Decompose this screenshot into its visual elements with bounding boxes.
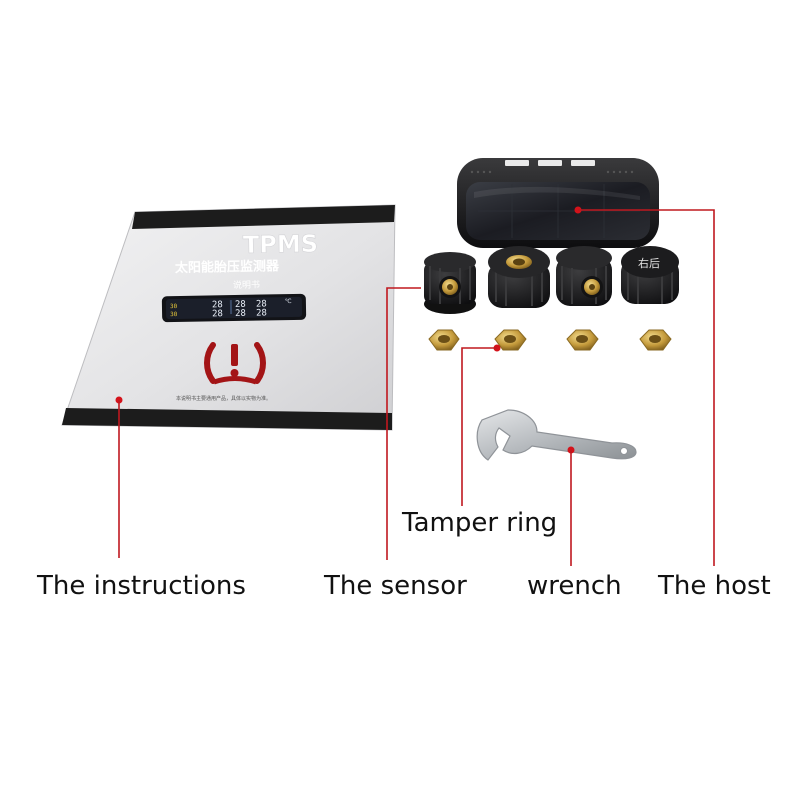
wrench-label: wrench: [527, 571, 622, 601]
manual-subtitle-2: 说明书: [233, 279, 260, 291]
sensor-4: 右后: [621, 246, 679, 304]
tamper-ring-label: Tamper ring: [402, 508, 558, 538]
svg-text:28: 28: [235, 309, 246, 319]
svg-text:28: 28: [212, 300, 223, 310]
svg-text:28: 28: [235, 300, 246, 310]
leader-lines: [118, 209, 715, 566]
sensor-2: [488, 246, 550, 308]
svg-text:28: 28: [256, 308, 267, 318]
hex-nut-2: [494, 329, 527, 351]
manual-top-band: [132, 205, 395, 229]
manual-bottom-band: [62, 408, 392, 430]
svg-text:28: 28: [212, 309, 223, 319]
sensor-label: The sensor: [324, 571, 467, 601]
svg-text:30: 30: [170, 311, 178, 318]
svg-text:30: 30: [170, 303, 178, 310]
sensor-1: [424, 252, 476, 314]
svg-text:℃: ℃: [285, 298, 292, 305]
sensor-cap-label: 右后: [638, 256, 660, 270]
manual-title: TPMS: [243, 230, 319, 259]
svg-text:28: 28: [256, 299, 267, 309]
hex-nut-3: [566, 329, 599, 351]
hex-nut-4: [639, 329, 672, 351]
host-label: The host: [658, 571, 771, 601]
tamper-rings: [428, 329, 672, 352]
instruction-manual: TPMS 太阳能胎压监测器 说明书 30 30 28 28 28 28 28 2…: [61, 204, 396, 431]
instructions-label: The instructions: [37, 571, 246, 601]
manual-footer-text: 本说明书主要通用产品，具体以实物为准。: [176, 395, 271, 402]
host-device: [457, 158, 659, 248]
wrench-tool: [476, 409, 637, 461]
manual-subtitle: 太阳能胎压监测器: [174, 258, 280, 276]
hex-nut-1: [428, 329, 460, 351]
sensor-3: [556, 246, 612, 306]
tire-pressure-warning-icon: [204, 342, 266, 385]
manual-display-image: 30 30 28 28 28 28 28 28 ℃: [161, 293, 307, 323]
